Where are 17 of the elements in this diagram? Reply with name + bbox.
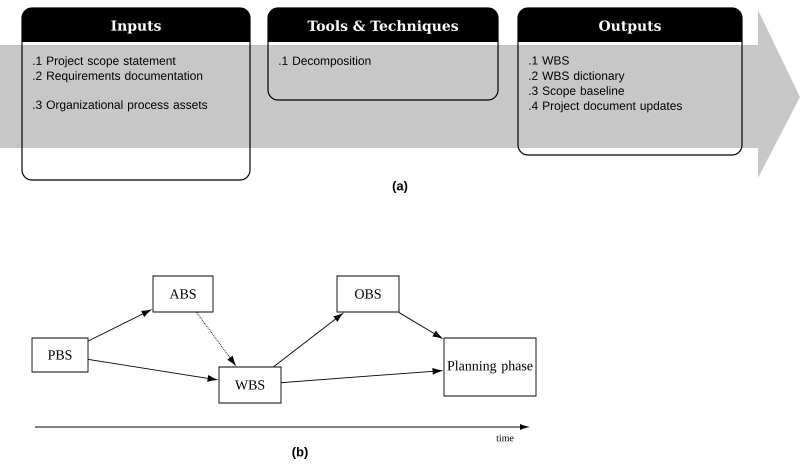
caption-label: time <box>496 434 514 442</box>
arrow <box>196 312 236 366</box>
process-box: Tools & Techniques .1 Decomposition <box>267 7 499 101</box>
structure-box: Planning phase <box>444 338 536 396</box>
process-box: Inputs .1 Project scope statement .2 Requirements documentation .3 Organizational process assets <box>21 7 251 181</box>
arrow <box>88 359 217 382</box>
arrow <box>281 368 442 384</box>
structure-box: OBS <box>336 276 400 312</box>
arrow <box>273 313 343 367</box>
caption-label: (a) <box>392 180 408 194</box>
structure-box: PBS <box>32 338 88 372</box>
process-box: Outputs .1 WBS .2 WBS dictionary .3 Scope baseline .4 Project document updates <box>517 7 743 156</box>
structure-box: WBS <box>218 366 282 404</box>
caption-label: (b) <box>292 446 308 460</box>
arrow <box>398 312 442 339</box>
structure-box: ABS <box>152 276 214 312</box>
arrow <box>88 310 152 342</box>
